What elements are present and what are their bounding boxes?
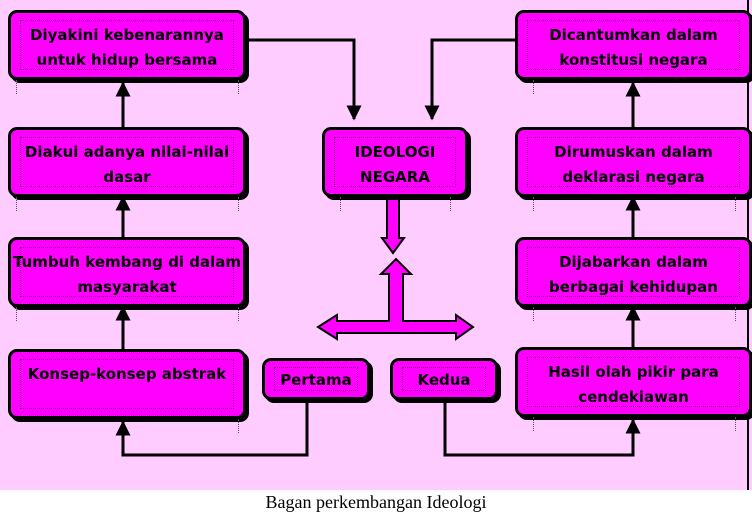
box-dicantumkan-label: Dicantumkan dalam konstitusi negara [549,26,718,69]
box-pertama: Pertama [262,358,370,400]
box-konsep-label: Konsep-konsep abstrak [27,365,227,383]
down-block-arrow [380,195,406,255]
box-inner-frame [20,359,234,409]
box-inner-frame [20,247,234,297]
dotted-stub [450,197,451,211]
split-block-arrow [316,257,475,341]
diagram-caption: Bagan perkembangan Ideologi [265,492,487,512]
dotted-stub [238,80,239,94]
box-inner-frame [334,137,456,187]
dotted-stub [340,197,341,211]
arrow-dicantumkan-to-ideologi [424,38,516,121]
arrow-diyakini-to-ideologi [247,38,362,121]
dotted-stub [533,307,534,321]
box-inner-frame [527,247,740,297]
box-inner-frame [402,367,486,391]
box-inner-frame [20,137,234,187]
box-konsep: Konsep-konsep abstrak [8,349,246,419]
dotted-stub [533,80,534,94]
box-dirumuskan: Dirumuskan dalam deklarasi negara [515,127,752,197]
box-hasil: Hasil olah pikir para cendekiawan [515,347,752,417]
dotted-stub [16,307,17,321]
arrow-pertama-to-konsep [115,398,309,457]
box-dijabarkan-label: Dijabarkan dalam berbagai kehidupan [549,253,718,296]
box-diyakini: Diyakini kebenarannya untuk hidup bersam… [8,10,246,80]
box-diyakini-label: Diyakini kebenarannya untuk hidup bersam… [30,26,224,69]
box-diakui-label: Diakui adanya nilai-nilai dasar [24,143,230,186]
diagram-canvas: Diyakini kebenarannya untuk hidup bersam… [0,0,752,490]
dotted-stub [238,197,239,211]
arrow-kedua-to-hasil [443,398,641,457]
dotted-stub [735,307,736,321]
dotted-stub [238,307,239,321]
box-hasil-label: Hasil olah pikir para cendekiawan [548,363,719,406]
box-diakui: Diakui adanya nilai-nilai dasar [8,127,246,197]
box-dicantumkan: Dicantumkan dalam konstitusi negara [515,10,752,80]
dotted-stub [16,197,17,211]
dotted-stub [735,197,736,211]
box-pertama-label: Pertama [280,371,352,389]
box-inner-frame [20,20,234,70]
box-inner-frame [527,20,740,70]
box-inner-frame [274,367,358,391]
dotted-stub [16,80,17,94]
dotted-stub [238,419,239,433]
box-tumbuh-label: Tumbuh kembang di dalam masyarakat [13,253,241,296]
box-inner-frame [527,137,740,187]
dotted-stub [533,417,534,431]
box-ideologi-label: IDEOLOGI NEGARA [354,143,436,186]
box-kedua-label: Kedua [417,371,471,389]
box-tumbuh: Tumbuh kembang di dalam masyarakat [8,237,246,307]
box-dijabarkan: Dijabarkan dalam berbagai kehidupan [515,237,752,307]
box-ideologi-negara: IDEOLOGI NEGARA [322,127,468,197]
connector-layer [115,38,641,457]
box-inner-frame [527,357,740,407]
dotted-stub [533,197,534,211]
box-kedua: Kedua [390,358,498,400]
dotted-stub [735,417,736,431]
box-dirumuskan-label: Dirumuskan dalam deklarasi negara [554,143,713,186]
